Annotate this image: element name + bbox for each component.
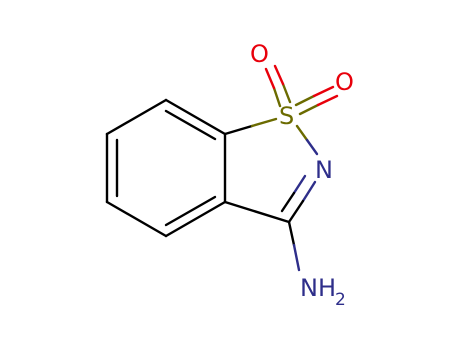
- double-bond-inner-c1-c2: [164, 109, 217, 141]
- bond-c4-c5: [105, 200, 168, 238]
- atom-oxygen-upper: O: [250, 40, 269, 68]
- bond-c3-c-imine: [223, 200, 291, 224]
- bond-c6-c1: [105, 98, 168, 136]
- bond-c1-c2: [164, 98, 227, 136]
- bond-s-o-right: [294, 85, 339, 116]
- atom-amine-nitrogen: NH: [300, 274, 336, 302]
- bond-c3-c4: [164, 200, 227, 238]
- bond-s-o-upper: [264, 64, 292, 108]
- atom-amine-subscript: 2: [335, 290, 346, 310]
- atom-sulfur: S: [279, 102, 294, 130]
- double-bond-inner-c3-c4: [164, 195, 217, 227]
- bond-s-n-sulfur-half: [295, 124, 309, 142]
- bond-c-s-sulfur-half: [250, 117, 278, 128]
- bond-c-nh2-carbon-half: [287, 220, 296, 247]
- bond-s-n-nitrogen-half: [305, 138, 319, 156]
- bond-c-nh2-nitrogen-half: [292, 243, 301, 272]
- bond-c-s-carbon-half: [223, 124, 254, 136]
- benzene-ring: [105, 98, 227, 238]
- atom-oxygen-right: O: [335, 68, 354, 96]
- atom-nitrogen-ring: N: [315, 156, 333, 184]
- bond-n-c-double: [280, 174, 317, 224]
